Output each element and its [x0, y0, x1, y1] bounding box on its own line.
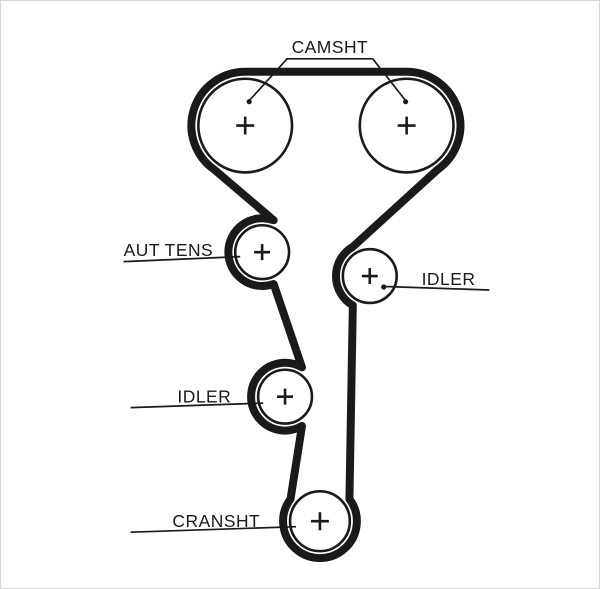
timing-belt-path [187, 67, 465, 562]
plus-marker-idler-lower-left [277, 388, 294, 405]
crankshaft-label: CRANSHT [172, 511, 260, 531]
plus-marker-camshaft-left [236, 116, 255, 135]
crankshaft-leader-line [130, 525, 297, 534]
auto-tensioner-label: AUT TENS [124, 240, 214, 260]
camshaft-left-leader-dot [246, 99, 252, 105]
camshaft-right-leader-dot [403, 99, 409, 105]
plus-marker-auto-tensioner [254, 244, 271, 261]
plus-marker-camshaft-right [397, 116, 416, 135]
plus-marker-idler-upper-right [361, 268, 378, 285]
idler-lower-left-leader-line [130, 402, 264, 409]
idler-lower-left-label: IDLER [177, 387, 231, 407]
camshaft-leader-line [248, 57, 407, 102]
camshaft-label: CAMSHT [292, 37, 369, 57]
auto-tensioner-leader-line [123, 255, 241, 263]
plus-marker-crankshaft [310, 512, 329, 531]
idler-upper-right-leader-line [384, 285, 490, 291]
idler-upper-right-label: IDLER [422, 269, 476, 289]
idler-upper-right-leader-dot [381, 284, 387, 290]
